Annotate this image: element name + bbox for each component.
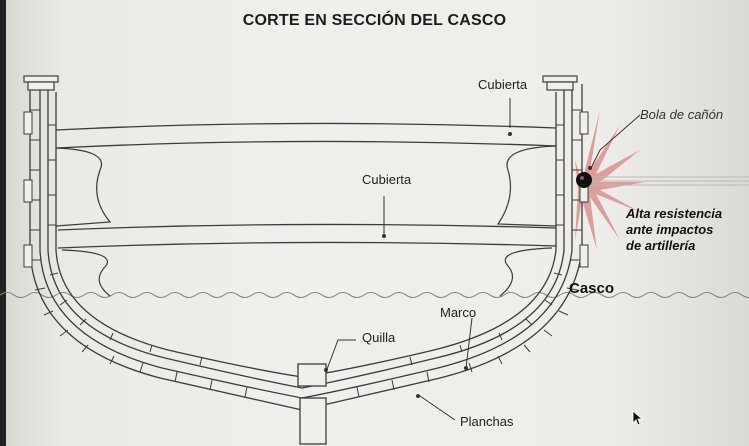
mouse-cursor-icon [632,410,644,426]
label-marco: Marco [440,305,477,320]
label-cubierta-lower: Cubierta [362,172,412,187]
label-cubierta-upper: Cubierta [478,77,528,92]
label-bola-de-canon: Bola de cañón [640,107,724,122]
deck-knees-upper [55,145,557,227]
label-planchas: Planchas [460,414,514,429]
deck-knees-lower [61,247,553,297]
gunwale-caps [23,75,578,91]
water-line [0,292,749,302]
cannonball-trail [590,176,749,186]
lower-deck [57,223,557,249]
impact-burst [575,110,645,250]
leader-lines [325,98,641,421]
upper-deck [55,122,557,149]
keel [297,363,327,445]
diagram-title: CORTE EN SECCIÓN DEL CASCO [242,12,507,29]
hull-shell [29,84,583,411]
leader-dots [324,132,592,398]
label-impact-line-3: de artillería [626,238,696,253]
hull-side-blocks [23,111,589,268]
label-quilla: Quilla [362,330,396,345]
label-impact-line-1: Alta resistencia [626,206,723,221]
cannonball [576,172,592,188]
hull-planks [30,109,582,398]
label-casco: Casco [569,280,615,297]
label-impact-line-2: ante impactos [626,222,714,237]
